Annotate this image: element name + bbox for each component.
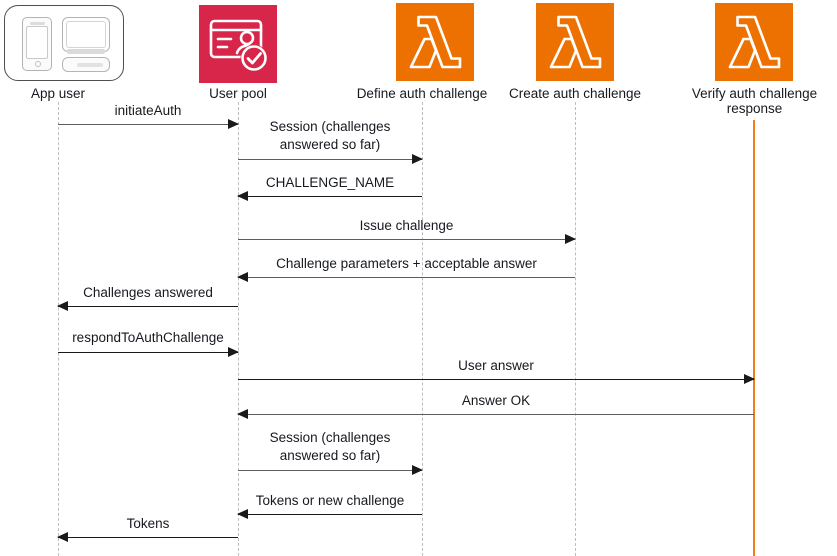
arrowhead-right-icon — [228, 346, 239, 357]
message-line — [58, 124, 238, 125]
message-line — [238, 379, 754, 380]
arrowhead-right-icon — [565, 233, 576, 244]
participant-label-create-auth-challenge: Create auth challenge — [508, 86, 642, 101]
arrowhead-left-icon — [57, 300, 68, 311]
arrowhead-right-icon — [744, 373, 755, 384]
message-line — [238, 159, 422, 160]
participant-label-app-user: App user — [30, 86, 86, 101]
cognito-user-pool-glyph — [199, 5, 277, 83]
lifeline-user-pool — [238, 102, 239, 556]
message-line — [238, 470, 422, 471]
arrowhead-left-icon — [237, 408, 248, 419]
cognito-user-pool-icon — [199, 5, 277, 83]
message-label-respond-to-auth-challenge: respondToAuthChallenge — [72, 330, 224, 345]
participant-label-verify-auth-challenge-response: Verify auth challenge response — [691, 86, 818, 116]
aws-lambda-icon-verify — [715, 3, 793, 81]
message-label-challenge-name: CHALLENGE_NAME — [265, 175, 395, 190]
message-label-challenge-parameters-acceptable-answer: Challenge parameters + acceptable answer — [276, 256, 537, 271]
message-line — [238, 239, 575, 240]
message-line — [238, 414, 754, 415]
message-line — [58, 537, 238, 538]
aws-lambda-glyph — [396, 3, 474, 81]
lifeline-app-user — [58, 102, 59, 556]
arrowhead-left-icon — [237, 271, 248, 282]
arrowhead-left-icon — [237, 190, 248, 201]
message-label-tokens: Tokens — [126, 516, 170, 531]
message-line — [238, 514, 422, 515]
lifeline-define-auth-challenge — [422, 102, 423, 556]
message-label-answer-ok: Answer OK — [461, 393, 531, 408]
aws-lambda-glyph — [715, 3, 793, 81]
message-label-session-challenges-answered-2: Session (challenges answered so far) — [269, 430, 391, 463]
message-line — [58, 306, 238, 307]
message-label-initiate-auth: initiateAuth — [114, 103, 182, 118]
message-line — [238, 196, 422, 197]
phone-icon — [22, 17, 52, 71]
arrowhead-left-icon — [237, 508, 248, 519]
message-label-tokens-or-new-challenge: Tokens or new challenge — [255, 493, 405, 508]
message-line — [58, 352, 238, 353]
aws-lambda-glyph — [536, 3, 614, 81]
message-label-issue-challenge: Issue challenge — [359, 218, 454, 233]
arrowhead-right-icon — [228, 118, 239, 129]
message-line — [238, 277, 575, 278]
arrowhead-left-icon — [57, 531, 68, 542]
arrowhead-right-icon — [412, 153, 423, 164]
lifeline-verify-auth-challenge-response — [753, 120, 755, 556]
message-label-challenges-answered: Challenges answered — [83, 285, 213, 300]
participant-label-define-auth-challenge: Define auth challenge — [356, 86, 488, 101]
devices-icon — [4, 5, 124, 81]
message-label-session-challenges-answered-1: Session (challenges answered so far) — [269, 119, 391, 152]
lifeline-create-auth-challenge — [575, 102, 576, 556]
aws-lambda-icon-define — [396, 3, 474, 81]
aws-lambda-icon-create — [536, 3, 614, 81]
message-label-user-answer: User answer — [458, 358, 534, 373]
participant-label-user-pool: User pool — [209, 86, 267, 101]
monitor-icon — [62, 17, 110, 52]
arrowhead-right-icon — [412, 464, 423, 475]
keyboard-icon — [62, 57, 110, 72]
